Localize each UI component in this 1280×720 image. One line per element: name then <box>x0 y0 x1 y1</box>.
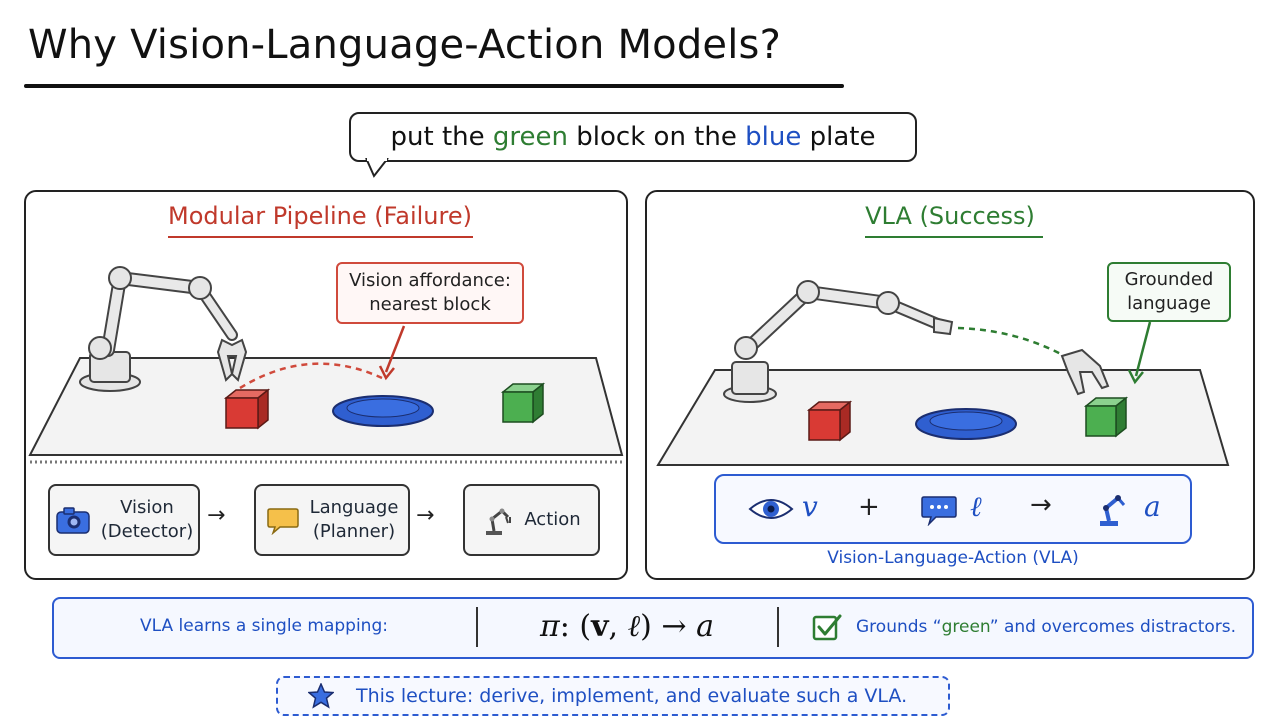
pipeline-language-box: Language (Planner) <box>254 484 410 556</box>
camera-icon <box>56 507 90 534</box>
speech-bubble-icon <box>921 496 957 526</box>
formula-comma: , <box>608 609 619 644</box>
formula-l: ℓ <box>627 609 641 644</box>
summary-box <box>52 597 1254 659</box>
eq-arrow: → <box>1030 490 1052 520</box>
pipeline-action-label: Action <box>524 509 581 530</box>
lecture-box <box>276 676 950 716</box>
summary-right-text: Grounds “green” and overcomes distractor… <box>856 617 1236 637</box>
formula-v: v <box>591 609 609 644</box>
summary-right-green: green <box>941 617 990 637</box>
pipeline-vision-line1: Vision <box>120 497 174 518</box>
eq-v: v <box>802 490 818 523</box>
pipeline-action-box: Action <box>463 484 600 556</box>
pipeline-vision-line2: (Detector) <box>100 521 194 542</box>
vla-equation-label: Vision-Language-Action (VLA) <box>827 548 1079 568</box>
robot-arm-icon <box>486 508 512 535</box>
pipeline-language-line1: Language <box>309 497 399 518</box>
modular-title-underline <box>168 236 473 238</box>
formula-pi: π <box>540 609 560 644</box>
formula-a: a <box>696 609 714 644</box>
vision-affordance-callout: Vision affordance: nearest block <box>336 262 524 324</box>
modular-panel-title: Modular Pipeline (Failure) <box>140 202 500 230</box>
title-underline <box>24 84 844 88</box>
summary-left-text: VLA learns a single mapping: <box>140 616 388 636</box>
command-blue-word: blue <box>745 122 802 152</box>
affordance-line1: Vision affordance: <box>349 270 511 291</box>
robot-arm-icon <box>1100 495 1126 526</box>
command-text-pre: put the <box>390 122 493 152</box>
bubble-tail <box>365 158 389 178</box>
pipeline-language-line2: (Planner) <box>312 521 396 542</box>
command-text-post: plate <box>801 122 876 152</box>
command-green-word: green <box>492 122 569 152</box>
grounded-line1: Grounded <box>1124 269 1214 290</box>
formula-arrow: → <box>661 609 687 644</box>
formula-colon: : <box>559 609 570 644</box>
eq-a: a <box>1144 490 1161 523</box>
formula-close: ) <box>640 609 652 644</box>
speech-bubble-icon <box>266 508 299 535</box>
command-speech-bubble: put the green block on the blue plate <box>349 112 917 162</box>
vla-panel-title: VLA (Success) <box>865 202 1035 230</box>
pipeline-arrow-1: → <box>207 503 226 528</box>
summary-divider <box>777 607 779 647</box>
summary-formula: π: (v, ℓ) → a <box>478 609 776 644</box>
pipeline-vision-box: Vision (Detector) <box>48 484 200 556</box>
grounded-language-callout: Grounded language <box>1107 262 1231 322</box>
eq-l: ℓ <box>970 490 982 523</box>
affordance-line2: nearest block <box>369 294 491 315</box>
summary-right-post: ” and overcomes distractors. <box>989 617 1237 637</box>
eq-plus: + <box>858 492 880 522</box>
lecture-text: This lecture: derive, implement, and eva… <box>356 685 908 707</box>
summary-right-pre: Grounds “ <box>856 617 942 637</box>
page-title: Why Vision-Language-Action Models? <box>28 22 782 68</box>
eye-icon <box>748 499 794 519</box>
vla-equation-box: v + ℓ → a <box>714 474 1192 544</box>
star-icon <box>308 683 334 709</box>
formula-open: ( <box>579 609 592 644</box>
modular-title-main: Modular Pipeline <box>168 202 367 230</box>
summary-divider <box>476 607 478 647</box>
modular-title-failure: (Failure) <box>374 202 472 230</box>
check-icon <box>812 614 842 641</box>
pipeline-arrow-2: → <box>416 503 435 528</box>
command-text-mid: block on the <box>568 122 746 152</box>
vla-title-underline <box>865 236 1043 238</box>
grounded-line2: language <box>1127 293 1211 314</box>
